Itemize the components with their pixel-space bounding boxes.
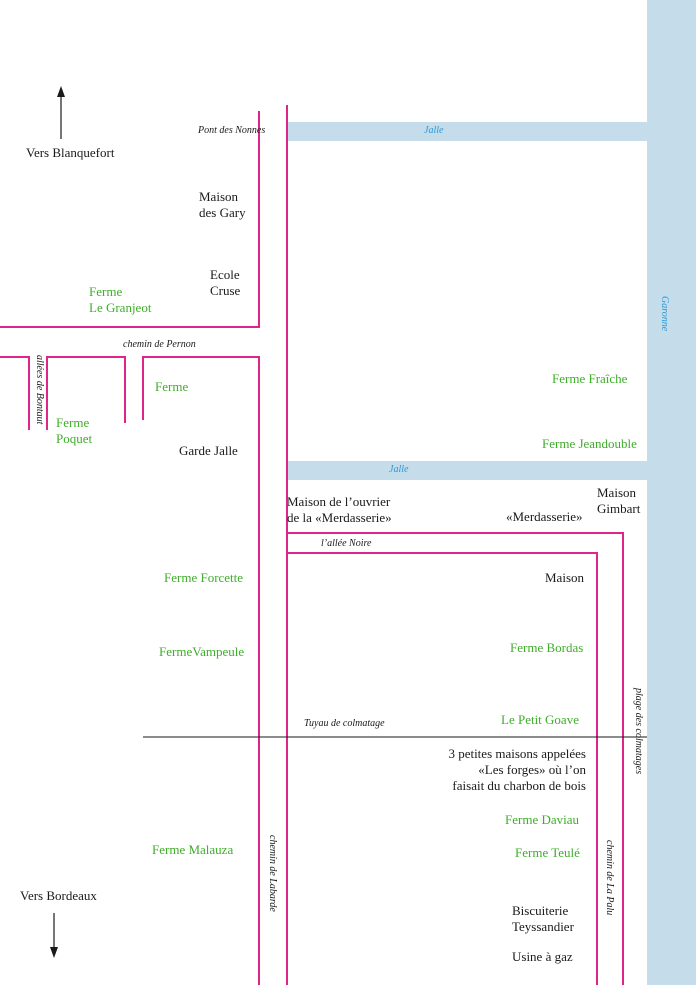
place-ferme-forcette: Ferme Forcette	[164, 570, 244, 585]
place-merdasserie: «Merdasserie»	[506, 509, 583, 524]
north-arrow-icon	[57, 86, 65, 139]
place-ferme-teule: Ferme Teulé	[515, 845, 580, 860]
label-pont-des-nonnes: Pont des Nonnes	[198, 125, 266, 136]
label-tuyau-de-colmatage: Tuyau de colmatage	[304, 718, 385, 729]
place-le-petit-goave: Le Petit Goave	[501, 712, 579, 727]
jalle-mid-band	[287, 461, 647, 480]
jalle-top-band	[287, 122, 647, 141]
garonne-river	[647, 0, 696, 985]
place-usine-a-gaz: Usine à gaz	[512, 949, 573, 964]
label-jalle-mid: Jalle	[389, 464, 409, 475]
place-ferme-bordas: Ferme Bordas	[510, 640, 584, 655]
label-vers-blanquefort: Vers Blanquefort	[26, 145, 115, 160]
label-plage-des-colmatages: plage des colmatages	[633, 688, 644, 775]
label-chemin-de-la-palu: chemin de La Palu	[604, 840, 615, 916]
place-ferme-daviau: Ferme Daviau	[505, 812, 580, 827]
place-ferme-malauza: Ferme Malauza	[152, 842, 234, 857]
road-left-upper	[0, 111, 260, 328]
road-bontaut-right	[46, 356, 126, 430]
place-ferme: Ferme	[155, 379, 189, 394]
road-ferme-block	[142, 356, 260, 985]
road-left-lower	[0, 356, 30, 430]
place-ferme-jeandouble: Ferme Jeandouble	[542, 436, 637, 451]
place-ferme-fraiche: Ferme Fraîche	[552, 371, 628, 386]
south-arrow-icon	[50, 913, 58, 958]
place-ferme-vampeule: FermeVampeule	[159, 644, 245, 659]
label-garonne: Garonne	[659, 296, 670, 332]
road-inner-block	[287, 552, 598, 985]
place-garde-jalle: Garde Jalle	[179, 443, 238, 458]
place-maison: Maison	[545, 570, 584, 585]
label-vers-bordeaux: Vers Bordeaux	[20, 888, 97, 903]
place-les-forges: 3 petites maisons appelées«Les forges» o…	[448, 746, 586, 793]
label-allees-de-bontaut: allées de Bontaut	[34, 355, 45, 425]
label-chemin-de-labarde: chemin de Labarde	[267, 835, 278, 912]
label-allee-noire: l’allée Noire	[321, 538, 372, 549]
label-jalle-top: Jalle	[424, 125, 444, 136]
road-allee-noire	[287, 532, 624, 985]
label-chemin-de-pernon: chemin de Pernon	[123, 339, 196, 350]
